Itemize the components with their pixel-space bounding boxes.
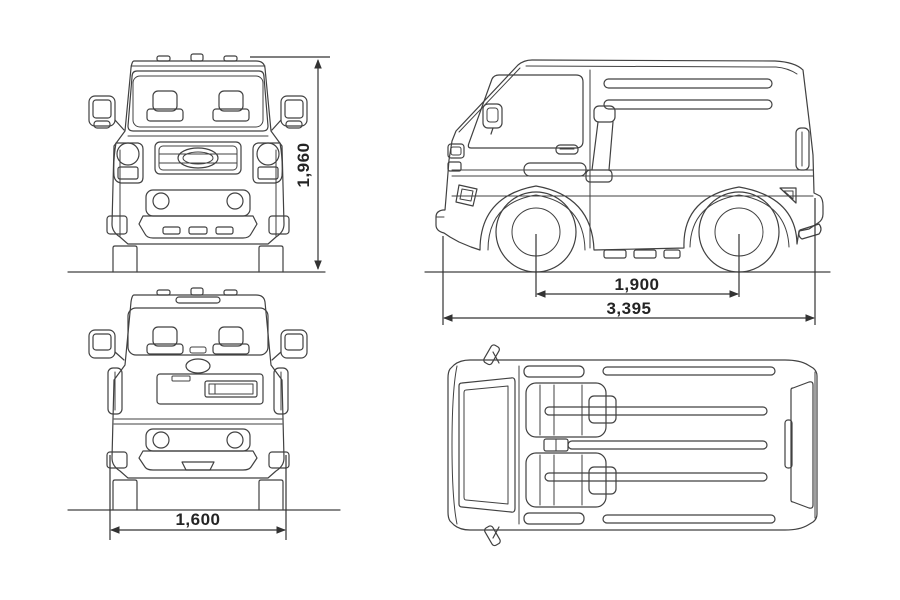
rear-antenna-base bbox=[190, 287, 204, 296]
rear-headrest-right bbox=[212, 326, 250, 355]
rear-view bbox=[88, 287, 308, 511]
rear-headrest-left bbox=[146, 326, 184, 355]
dimension-overall-height: 1,960 bbox=[250, 56, 330, 270]
top-floor-rib-3 bbox=[544, 472, 768, 482]
side-trim-strip-upper bbox=[603, 78, 773, 89]
side-door-window bbox=[467, 74, 584, 149]
rear-tailgate-recess bbox=[156, 373, 264, 405]
top-seat-left bbox=[525, 382, 617, 438]
top-roof-rail-upper bbox=[602, 366, 776, 376]
top-windshield bbox=[458, 377, 516, 513]
side-door-handle bbox=[555, 144, 579, 155]
front-logo bbox=[177, 147, 219, 169]
top-mirror-lower bbox=[484, 525, 501, 547]
front-antenna-base bbox=[190, 53, 204, 62]
top-roof-rail-lower bbox=[602, 514, 776, 524]
front-roof-tab-right bbox=[223, 55, 238, 62]
side-body-outline bbox=[435, 59, 824, 251]
top-body-outline bbox=[447, 359, 818, 531]
front-wheel-right bbox=[258, 245, 284, 273]
top-view bbox=[447, 344, 818, 547]
dimension-overall-width: 1,600 bbox=[109, 455, 287, 540]
front-view bbox=[88, 53, 308, 273]
front-mirror-left bbox=[88, 95, 125, 131]
side-mirror bbox=[482, 103, 503, 135]
wheelbase-label: 1,900 bbox=[614, 275, 659, 294]
rear-wheel-left bbox=[112, 479, 138, 511]
front-skid-plate bbox=[138, 215, 258, 239]
top-floor-rib-2 bbox=[567, 440, 768, 450]
front-wheel-arch-inner bbox=[487, 194, 586, 251]
rear-wheel-arch-inner bbox=[689, 194, 790, 248]
front-headlight-left bbox=[113, 142, 144, 184]
height-label: 1,960 bbox=[294, 142, 313, 187]
side-headlight bbox=[447, 143, 465, 172]
rear-roof-tab-right bbox=[223, 289, 238, 296]
rear-taillight-left bbox=[107, 367, 123, 415]
length-label: 3,395 bbox=[606, 299, 651, 318]
rear-roof-tab-left bbox=[156, 289, 171, 296]
width-label: 1,600 bbox=[175, 510, 220, 529]
front-headlight-right bbox=[252, 142, 283, 184]
license-plate bbox=[204, 380, 258, 398]
top-rear-hatch bbox=[784, 371, 816, 519]
front-body-outline bbox=[111, 60, 285, 245]
side-trim-strip-lower bbox=[603, 99, 773, 110]
top-rear-handle bbox=[784, 419, 793, 469]
side-rocker-steps bbox=[603, 249, 681, 259]
rear-skid-plate bbox=[138, 450, 258, 471]
rear-window bbox=[127, 307, 269, 356]
rear-mirror-left bbox=[88, 329, 125, 361]
side-seat bbox=[523, 105, 616, 183]
front-roof-tab-left bbox=[156, 55, 171, 62]
dimension-wheelbase: 1,900 bbox=[535, 234, 740, 298]
rear-spoiler-bar bbox=[175, 296, 221, 304]
top-seat-right bbox=[525, 452, 617, 508]
front-grille bbox=[154, 141, 242, 175]
front-foglight-left bbox=[152, 192, 170, 210]
top-center-console bbox=[543, 438, 569, 452]
top-mirror-upper bbox=[483, 344, 500, 366]
rear-body-outline bbox=[111, 294, 285, 479]
side-taillight bbox=[795, 127, 810, 171]
side-view bbox=[435, 59, 824, 273]
top-floor-rib-1 bbox=[544, 406, 768, 416]
front-mirror-right bbox=[271, 95, 308, 131]
rear-wheel-right bbox=[258, 479, 284, 511]
rear-logo bbox=[185, 358, 211, 374]
top-side-step-lower-front bbox=[523, 512, 585, 525]
side-rear-vent bbox=[779, 187, 797, 204]
front-windshield bbox=[127, 70, 269, 132]
front-wheel-left bbox=[112, 245, 138, 273]
side-rear-bumper-corner bbox=[798, 223, 822, 240]
side-front-vent bbox=[455, 184, 478, 207]
front-headrest-right bbox=[212, 90, 250, 122]
top-side-step-upper-front bbox=[523, 365, 585, 378]
dimension-overall-length: 3,395 bbox=[442, 198, 816, 325]
rear-taillight-right bbox=[273, 367, 289, 415]
front-headrest-left bbox=[146, 90, 184, 122]
rear-mirror-right bbox=[271, 329, 308, 361]
front-foglight-right bbox=[226, 192, 244, 210]
